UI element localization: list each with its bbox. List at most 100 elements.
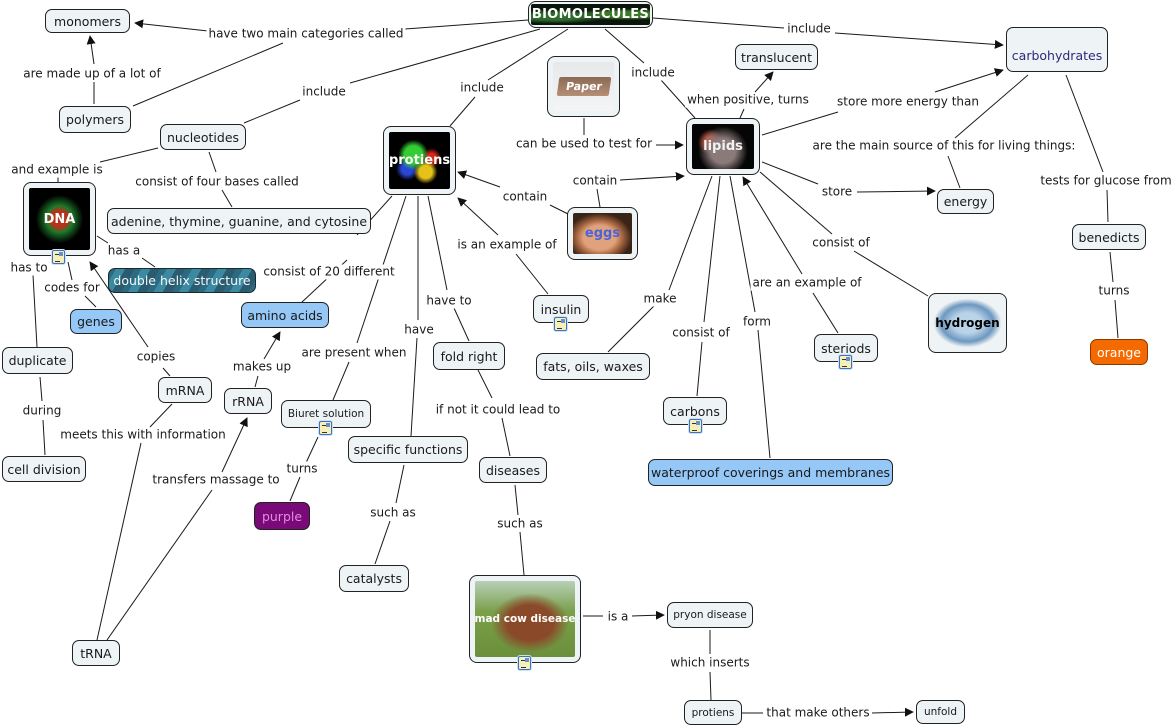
edge	[729, 175, 756, 313]
node-pryon-disease[interactable]: pryon disease	[667, 602, 753, 628]
edge	[519, 531, 525, 576]
link-label: include	[300, 84, 348, 100]
node-mrna[interactable]: mRNA	[158, 377, 212, 403]
link-label: is a	[605, 609, 631, 625]
node-double-helix[interactable]: double helix structure	[108, 268, 256, 293]
node-unfold[interactable]: unfold	[916, 700, 965, 724]
node-protiens-2[interactable]: protiens	[684, 700, 742, 725]
node-polymers[interactable]: polymers	[59, 106, 131, 133]
edge	[631, 610, 665, 620]
node-label: amino acids	[247, 307, 323, 323]
eggs-image: eggs	[573, 213, 632, 254]
edge	[457, 170, 501, 188]
node-label: pryon disease	[673, 609, 747, 621]
document-icon[interactable]	[518, 656, 531, 670]
link-label: has a	[105, 243, 143, 259]
node-rrna[interactable]: rRNA	[224, 388, 272, 414]
link-label: codes for	[42, 280, 102, 296]
edge	[487, 28, 569, 81]
node-hydrogen[interactable]: hydrogen	[928, 293, 1007, 353]
edge	[208, 151, 217, 173]
edge	[134, 19, 209, 32]
node-catalysts[interactable]: catalysts	[339, 565, 409, 592]
edge	[96, 442, 142, 641]
node-benedicts[interactable]: benedicts	[1072, 224, 1146, 250]
node-orange[interactable]: orange	[1090, 339, 1148, 365]
node-cell-division[interactable]: cell division	[2, 456, 86, 482]
edge	[954, 74, 1029, 139]
edge	[86, 35, 96, 65]
edge	[596, 188, 601, 208]
document-icon[interactable]	[554, 317, 567, 331]
edge	[696, 341, 703, 397]
node-label: catalysts	[346, 571, 402, 586]
edge	[106, 489, 213, 641]
link-label: which inserts	[668, 655, 752, 671]
node-purple[interactable]: purple	[254, 502, 310, 530]
node-label: duplicate	[8, 353, 67, 368]
link-label: are the main source of this for living t…	[810, 138, 1078, 154]
document-icon[interactable]	[52, 250, 65, 264]
edge	[42, 419, 46, 456]
link-label: have	[402, 322, 436, 338]
link-label: form	[741, 314, 773, 330]
node-genes[interactable]: genes	[70, 309, 122, 334]
edge	[349, 28, 541, 84]
node-biomolecules[interactable]: BIOMOLECULES	[528, 1, 653, 28]
link-label: consist of	[810, 235, 872, 251]
edge	[515, 253, 549, 295]
link-label: has to	[8, 260, 50, 276]
node-waterproof[interactable]: waterproof coverings and membranes	[648, 459, 893, 486]
link-label: contain	[500, 189, 550, 205]
node-mad-cow-disease[interactable]: mad cow disease	[469, 575, 581, 663]
node-fold-right[interactable]: fold right	[433, 342, 505, 370]
edge	[254, 375, 259, 388]
document-icon[interactable]	[319, 421, 332, 435]
node-amino-acids[interactable]: amino acids	[241, 302, 329, 328]
node-translucent[interactable]: translucent	[735, 44, 818, 70]
edge	[96, 235, 109, 244]
edge	[449, 96, 476, 127]
node-specific-functions[interactable]: specific functions	[348, 436, 468, 463]
edge	[395, 464, 405, 504]
node-energy[interactable]: energy	[937, 189, 994, 214]
node-proteins[interactable]: protiens	[383, 126, 456, 195]
edge	[67, 261, 73, 281]
link-label: have to	[424, 293, 474, 309]
node-label: insulin	[540, 301, 582, 317]
link-label: copies	[134, 349, 178, 365]
node-carbohydrates[interactable]: carbohydrates	[1006, 27, 1108, 72]
edge	[761, 161, 819, 185]
node-fats-oils-waxes[interactable]: fats, oils, waxes	[536, 353, 650, 380]
node-dna[interactable]: DNA	[23, 182, 96, 256]
node-label: benedicts	[1078, 229, 1140, 245]
node-label: adenine, thymine, guanine, and cytosine	[110, 213, 368, 229]
node-diseases[interactable]: diseases	[479, 457, 547, 483]
mad-cow-image: mad cow disease	[475, 581, 575, 657]
node-paper[interactable]: Paper	[547, 56, 620, 117]
edge	[1065, 74, 1104, 173]
node-trna[interactable]: tRNA	[72, 640, 120, 666]
edge	[453, 307, 470, 342]
edge	[660, 79, 696, 119]
node-label: energy	[943, 194, 988, 209]
node-label: mRNA	[165, 382, 205, 398]
node-duplicate[interactable]: duplicate	[2, 347, 73, 374]
node-label: genes	[77, 314, 115, 329]
document-icon[interactable]	[689, 419, 702, 433]
edge	[812, 292, 839, 334]
node-nucleotides[interactable]: nucleotides	[160, 124, 246, 150]
edge	[709, 671, 712, 701]
node-label: diseases	[486, 462, 540, 478]
node-bases[interactable]: adenine, thymine, guanine, and cytosine	[107, 208, 371, 234]
node-eggs[interactable]: eggs	[567, 207, 638, 260]
document-icon[interactable]	[839, 355, 852, 369]
edge	[759, 171, 833, 235]
node-lipids[interactable]: lipids	[686, 118, 760, 175]
edge	[604, 28, 645, 64]
edge	[703, 175, 721, 323]
link-label: tests for glucose from	[1038, 173, 1174, 189]
node-label: unfold	[924, 706, 958, 718]
edge	[1114, 299, 1119, 339]
node-monomers[interactable]: monomers	[45, 9, 130, 33]
